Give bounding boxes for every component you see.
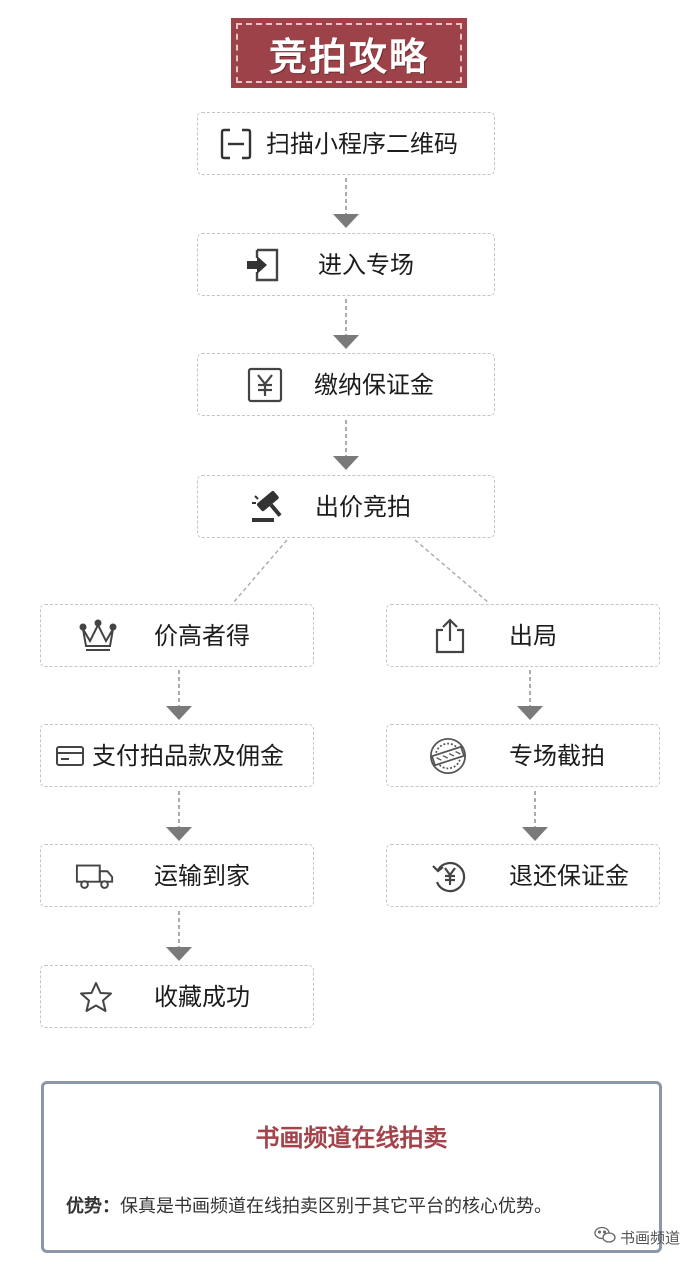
step-end: 专场截拍 <box>386 724 660 787</box>
advantage-text: 保真是书画频道在线拍卖区别于其它平台的核心优势。 <box>120 1196 552 1217</box>
step-out: 出局 <box>386 604 660 667</box>
scan-icon <box>216 124 256 164</box>
arrow-head-deposit <box>333 335 359 349</box>
share-icon <box>430 616 470 656</box>
panel-title: 书画频道在线拍卖 <box>255 1124 448 1152</box>
truck-icon <box>75 856 115 896</box>
flow-connectors <box>166 178 548 961</box>
info-panel: 书画频道在线拍卖 优势：保真是书画频道在线拍卖区别于其它平台的核心优势。 <box>41 1081 662 1253</box>
step-done-label: 收藏成功 <box>154 982 250 1011</box>
wechat-icon <box>594 1226 616 1248</box>
step-ship-label: 运输到家 <box>154 861 250 890</box>
step-pay-label: 支付拍品款及佣金 <box>92 741 284 770</box>
step-refund-label: 退还保证金 <box>509 861 629 890</box>
step-deposit: 缴纳保证金 <box>197 353 495 416</box>
card-icon <box>50 736 90 776</box>
step-ship: 运输到家 <box>40 844 314 907</box>
step-pay: 支付拍品款及佣金 <box>40 724 314 787</box>
step-bid: 出价竞拍 <box>197 475 495 538</box>
watermark: 书画频道 <box>594 1226 680 1248</box>
step-enter-label: 进入专场 <box>318 250 414 279</box>
gavel-icon <box>248 487 288 527</box>
watermark-text: 书画频道 <box>619 1228 680 1247</box>
star-icon <box>76 977 116 1017</box>
step-scan-label: 扫描小程序二维码 <box>266 129 458 158</box>
page-title: 竞拍攻略 <box>268 34 429 79</box>
panel-body: 优势：保真是书画频道在线拍卖区别于其它平台的核心优势。 <box>66 1192 552 1218</box>
arrow-head-end <box>517 706 543 720</box>
enter-icon <box>243 245 283 285</box>
step-win-label: 价高者得 <box>154 621 250 650</box>
arrow-head-enter <box>333 214 359 228</box>
step-done: 收藏成功 <box>40 965 314 1028</box>
step-deposit-label: 缴纳保证金 <box>314 370 434 399</box>
arrow-head-pay <box>166 706 192 720</box>
arrow-head-bid <box>333 456 359 470</box>
step-end-label: 专场截拍 <box>509 741 605 770</box>
refund-icon <box>430 856 470 896</box>
title-banner-frame: 竞拍攻略 <box>236 23 462 83</box>
step-enter: 进入专场 <box>197 233 495 296</box>
step-out-label: 出局 <box>509 621 557 650</box>
arrow-head-done <box>166 947 192 961</box>
step-win: 价高者得 <box>40 604 314 667</box>
crown-icon <box>78 616 118 656</box>
arrow-head-refund <box>522 827 548 841</box>
stamp-icon <box>428 736 468 776</box>
title-banner: 竞拍攻略 <box>231 18 467 88</box>
advantage-label: 优势： <box>66 1196 120 1217</box>
yen-icon <box>245 365 285 405</box>
arrow-head-ship <box>166 827 192 841</box>
step-scan: 扫描小程序二维码 <box>197 112 495 175</box>
step-refund: 退还保证金 <box>386 844 660 907</box>
connector-bid-win <box>232 539 288 604</box>
connector-bid-out <box>414 539 490 604</box>
step-bid-label: 出价竞拍 <box>315 492 411 521</box>
